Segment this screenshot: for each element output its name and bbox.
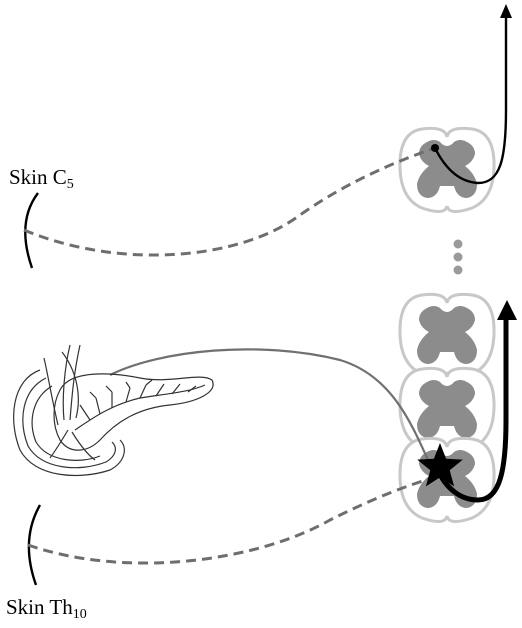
visceral-afferent-fiber [110,349,428,460]
arrow-up-icon [500,4,512,18]
afferent-fiber-c5 [24,148,435,255]
spinal-segment-upper [400,294,494,377]
spinal-segment-c5 [400,128,494,211]
skin-th10-label-sub: 10 [73,607,87,622]
afferent-fiber-th10 [28,478,432,563]
pancreas-illustration [14,345,213,475]
skin-c5-label-sub: 5 [67,177,74,192]
continuation-dots [454,240,463,275]
skin-th10-label: Skin Th10 [6,597,87,622]
skin-th10-label-main: Skin Th [6,595,73,619]
skin-c5-label-main: Skin C [9,165,67,189]
spinal-segment-middle [400,368,494,451]
arrow-up-icon [497,300,517,320]
synapse-dot-c5 [431,144,439,152]
skin-c5-label: Skin C5 [9,167,74,192]
